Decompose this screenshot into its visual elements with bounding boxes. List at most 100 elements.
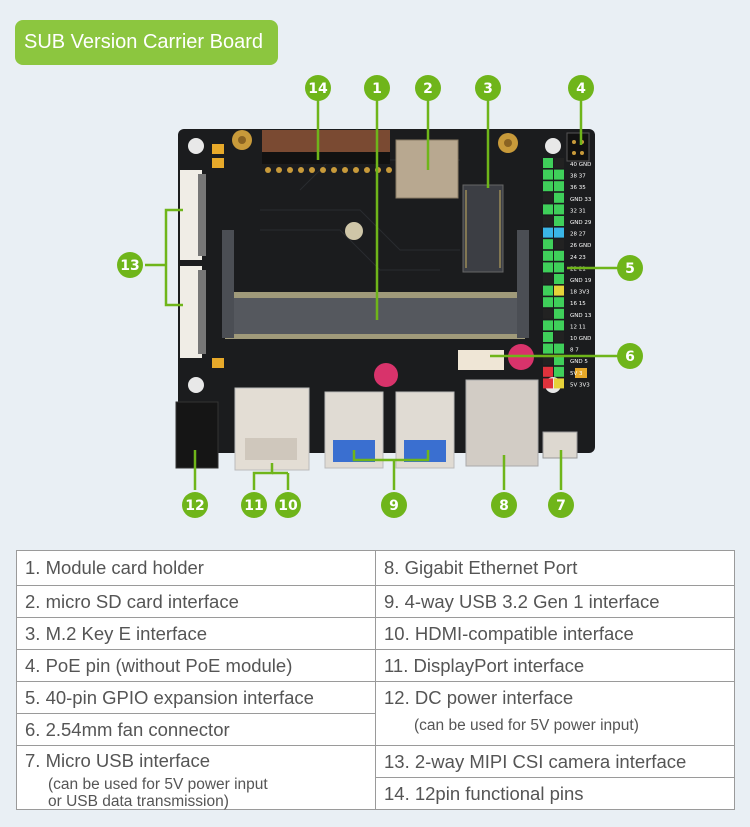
callout-7: 7: [548, 492, 574, 518]
legend-text: 14. 12pin functional pins: [384, 783, 584, 804]
gpio-pin-label: GND 19: [570, 278, 592, 284]
callout-12: 12: [182, 492, 208, 518]
functional-pins-header: [262, 130, 392, 173]
callout-3: 3: [475, 75, 501, 101]
legend-text: 2. micro SD card interface: [25, 591, 239, 612]
gpio-pin-label: 12 11: [570, 324, 586, 330]
legend-item-13: 13. 2-way MIPI CSI camera interface: [376, 746, 734, 778]
legend-item-12: 12. DC power interface (can be used for …: [376, 682, 734, 746]
usb-stack-2: [395, 391, 455, 469]
legend-item-5: 5. 40-pin GPIO expansion interface: [17, 682, 376, 714]
dc-jack: [175, 401, 219, 469]
gpio-row: 40 GND: [543, 158, 591, 168]
gpio-pin-label: 38 37: [570, 174, 586, 180]
gpio-row: 16 15: [543, 297, 586, 308]
callout-11: 11: [241, 492, 267, 518]
legend-text: 7. Micro USB interface: [25, 750, 211, 771]
gpio-row: GND 29: [543, 216, 592, 226]
legend-item-7: 7. Micro USB interface (can be used for …: [17, 746, 376, 810]
gpio-pin-label: 40 GND: [570, 162, 591, 168]
legend-item-9: 9. 4-way USB 3.2 Gen 1 interface: [376, 586, 734, 618]
csi-connector: [180, 170, 202, 260]
legend-item-11: 11. DisplayPort interface: [376, 650, 734, 682]
gpio-row: 38 37: [543, 169, 586, 180]
capacitor: [374, 363, 398, 387]
gpio-row: 12 11: [543, 320, 586, 331]
gpio-pin-label: 10 GND: [570, 336, 591, 342]
legend-table: 1. Module card holder 2. micro SD card i…: [16, 550, 735, 810]
callout-5: 5: [617, 255, 643, 281]
callout-label: 6: [625, 349, 635, 365]
legend-text: 3. M.2 Key E interface: [25, 623, 208, 644]
callout-label: 9: [389, 498, 399, 514]
legend-item-10: 10. HDMI-compatible interface: [376, 618, 734, 650]
legend-item-4: 4. PoE pin (without PoE module): [17, 650, 376, 682]
gpio-row: GND 5: [543, 355, 588, 366]
gpio-header: 40 GND 38 37 36 35 GND 33 32 31 GND 29 28 27 26…: [543, 158, 592, 389]
callout-label: 4: [576, 81, 586, 97]
gpio-row: GND 19: [543, 274, 592, 284]
fan-connector: [458, 350, 504, 370]
gpio-row: 5V 3V3: [543, 378, 590, 389]
gpio-pin-label: 36 35: [570, 185, 586, 191]
gpio-row: GND 13: [543, 308, 592, 319]
callout-9: 9: [381, 492, 407, 518]
callout-label: 8: [499, 498, 509, 514]
m2-slot: [462, 184, 504, 273]
legend-text: 12. DC power interface: [384, 687, 574, 708]
gpio-row: 22 21: [543, 262, 586, 273]
standoff-center: [345, 222, 363, 240]
callout-6: 6: [617, 343, 643, 369]
legend-text: 10. HDMI-compatible interface: [384, 623, 634, 644]
callout-4: 4: [568, 75, 594, 101]
legend-text: 9. 4-way USB 3.2 Gen 1 interface: [384, 591, 660, 612]
gpio-pin-label: 18 3V3: [570, 290, 590, 296]
gpio-row: 5V 3: [543, 366, 583, 377]
callout-13: 13: [117, 252, 143, 278]
callout-label: 10: [278, 498, 298, 514]
ethernet-port: [465, 379, 539, 467]
gpio-row: 10 GND: [543, 332, 591, 342]
gpio-row: 36 35: [543, 181, 586, 192]
gpio-row: 32 31: [543, 204, 586, 215]
gpio-row: 24 23: [543, 250, 586, 261]
gpio-pin-label: 32 31: [570, 208, 586, 214]
legend-text: 8. Gigabit Ethernet Port: [384, 557, 578, 578]
gpio-pin-label: 5V 3: [570, 371, 583, 377]
callout-label: 11: [244, 498, 263, 514]
callout-14: 14: [305, 75, 331, 101]
gpio-pin-label: 28 27: [570, 232, 586, 238]
gpio-pin-label: GND 13: [570, 313, 592, 319]
callout-1: 1: [364, 75, 390, 101]
gpio-pin-label: 26 GND: [570, 243, 591, 249]
callout-2: 2: [415, 75, 441, 101]
gpio-pin-label: GND 29: [570, 220, 592, 226]
legend-text: 1. Module card holder: [25, 557, 204, 578]
legend-item-2: 2. micro SD card interface: [17, 586, 376, 618]
callout-8: 8: [491, 492, 517, 518]
legend-text: 6. 2.54mm fan connector: [25, 719, 230, 740]
legend-item-6: 6. 2.54mm fan connector: [17, 714, 376, 746]
legend-item-8: 8. Gigabit Ethernet Port: [376, 551, 734, 586]
legend-text: 4. PoE pin (without PoE module): [25, 655, 293, 676]
mount-hole: [188, 377, 204, 393]
callout-label: 13: [120, 258, 139, 274]
callout-label: 14: [308, 81, 328, 97]
callout-label: 1: [372, 81, 382, 97]
poe-pins: [566, 132, 590, 162]
gpio-row: 28 27: [543, 227, 586, 238]
legend-subtext: (can be used for 5V power input): [414, 717, 639, 734]
module-card-holder: [222, 230, 529, 339]
gpio-pin-label: 24 23: [570, 255, 586, 261]
gpio-row: GND 33: [543, 192, 592, 203]
gpio-pin-label: 5V 3V3: [570, 382, 590, 388]
callout-10: 10: [275, 492, 301, 518]
mount-hole: [545, 138, 561, 154]
gpio-pin-label: 16 15: [570, 301, 586, 307]
gpio-row: 8 7: [543, 343, 579, 354]
gpio-pin-label: GND 33: [570, 197, 592, 203]
callout-label: 12: [185, 498, 204, 514]
gpio-pin-label: 8 7: [570, 348, 579, 354]
